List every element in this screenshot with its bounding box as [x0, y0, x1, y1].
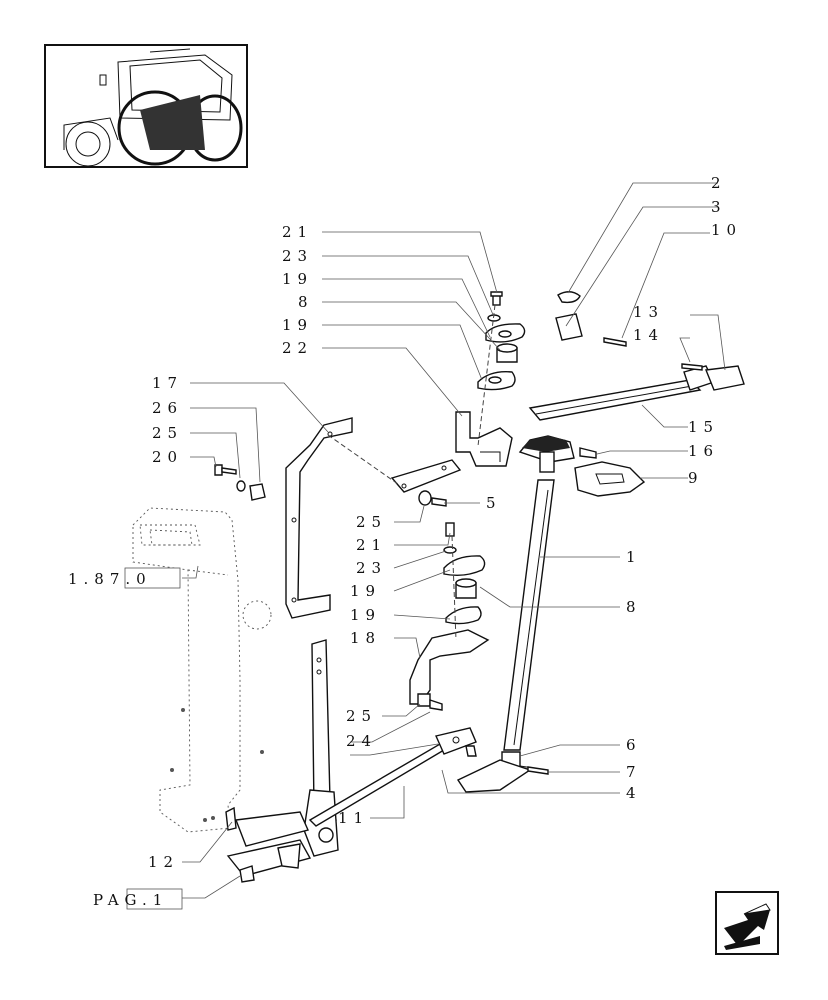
lever-assembly — [225, 639, 477, 883]
label-part-4: 4 — [626, 784, 642, 802]
lower-bracket-group — [409, 522, 490, 711]
label-part-3: 3 — [711, 198, 727, 216]
cabin-outline — [132, 507, 272, 833]
label-part-19-lower-a: 19 — [350, 582, 381, 600]
label-part-6: 6 — [626, 736, 642, 754]
label-part-23-upper: 23 — [282, 247, 313, 265]
leader-lines — [182, 182, 726, 899]
label-part-9: 9 — [688, 469, 704, 487]
label-part-21-lower: 21 — [356, 536, 387, 554]
ref-link-pag-1[interactable]: PAG.1 — [93, 888, 183, 910]
label-part-5: 5 — [486, 494, 502, 512]
label-part-10: 10 — [711, 221, 742, 239]
label-part-17: 17 — [152, 374, 183, 392]
label-part-25-lower: 25 — [346, 707, 377, 725]
ref-link-1-87-0[interactable]: 1.87.0 — [68, 567, 181, 589]
label-part-26: 26 — [152, 399, 183, 417]
label-part-20: 20 — [152, 448, 183, 466]
label-part-16: 16 — [688, 442, 719, 460]
label-part-15: 15 — [688, 418, 719, 436]
back-arrow-icon[interactable] — [715, 891, 779, 955]
label-part-13: 13 — [633, 303, 664, 321]
bolt-set-left — [214, 464, 447, 507]
tractor-thumbnail-icon — [44, 44, 248, 168]
label-part-19-upper-a: 19 — [282, 270, 313, 288]
label-part-12: 12 — [148, 853, 179, 871]
label-part-22: 22 — [282, 339, 313, 357]
label-part-2: 2 — [711, 174, 727, 192]
upper-bracket-group — [455, 291, 526, 467]
pag-label[interactable]: PAG.1 — [93, 891, 168, 909]
label-part-25-mid: 25 — [356, 513, 387, 531]
shaft-assembly — [456, 291, 745, 793]
label-part-8-lower: 8 — [626, 598, 642, 616]
label-part-7: 7 — [626, 763, 642, 781]
label-part-23-lower: 23 — [356, 559, 387, 577]
label-part-18: 18 — [350, 629, 381, 647]
label-part-25-left: 25 — [152, 424, 183, 442]
label-part-21-upper: 21 — [282, 223, 313, 241]
label-part-1: 1 — [626, 548, 642, 566]
label-part-24: 24 — [346, 732, 377, 750]
label-part-19-lower-b: 19 — [350, 606, 381, 624]
label-part-8-upper: 8 — [298, 293, 314, 311]
ref-label[interactable]: 1.87.0 — [68, 570, 152, 588]
label-part-11: 11 — [338, 809, 369, 827]
mounting-plate — [285, 417, 462, 619]
label-part-19-upper-b: 19 — [282, 316, 313, 334]
label-part-14: 14 — [633, 326, 664, 344]
part-labels: 2 3 10 13 14 15 16 9 1 8 6 7 4 21 23 19 … — [148, 174, 742, 871]
